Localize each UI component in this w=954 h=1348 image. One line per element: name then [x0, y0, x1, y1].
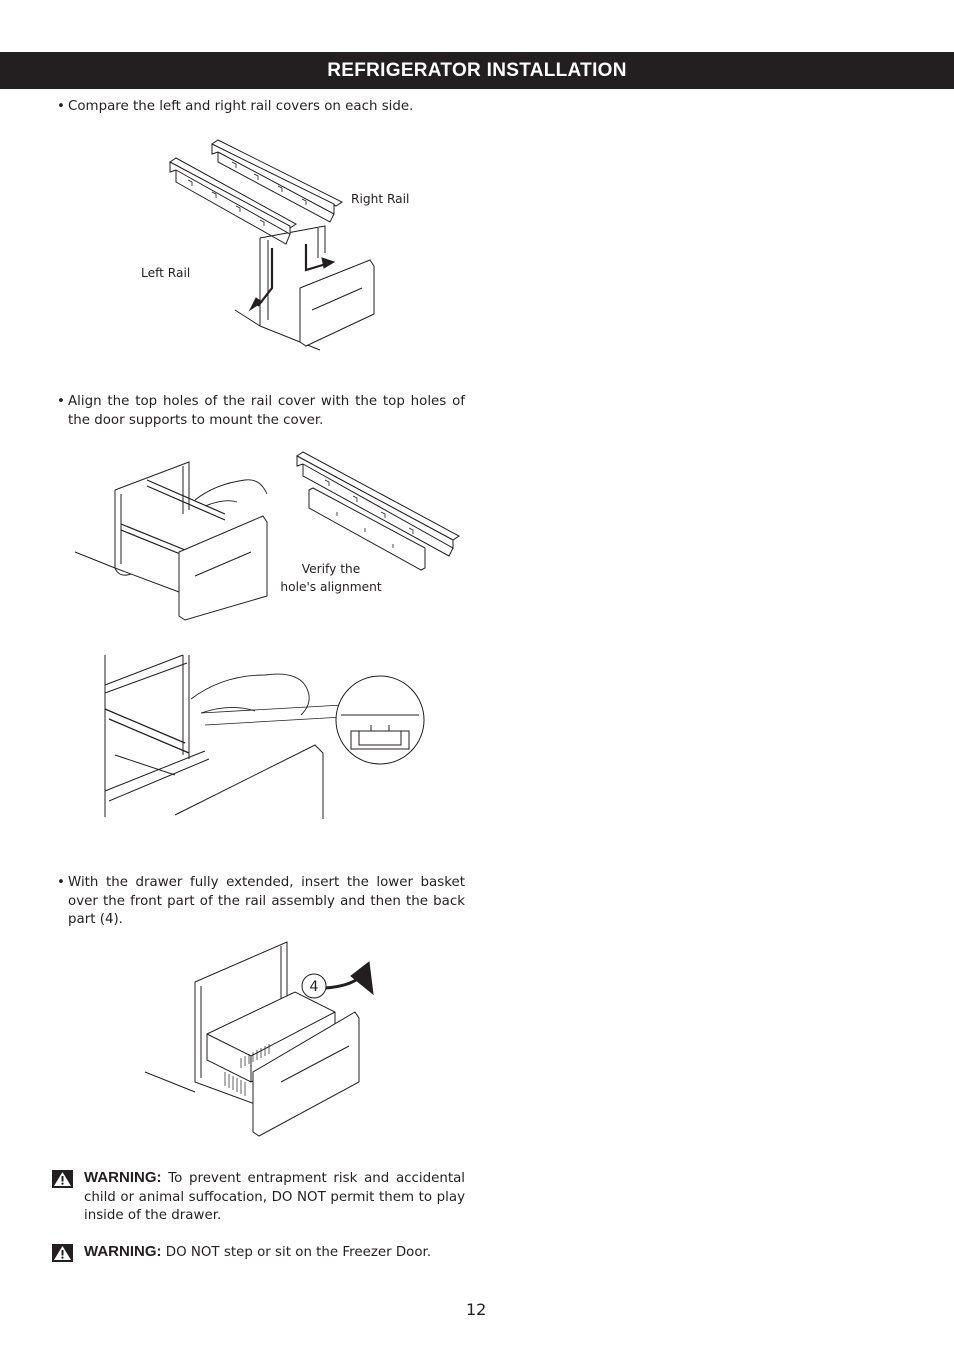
step-2-instruction: • Align the top holes of the rail cover …: [57, 393, 465, 430]
right-rail-label: Right Rail: [351, 192, 410, 206]
step-3-text: With the drawer fully extended, insert t…: [68, 875, 465, 928]
warning-triangle-icon: [52, 1170, 73, 1188]
bullet: •: [57, 875, 65, 890]
page-number: 12: [466, 1300, 487, 1319]
alignment-label-line-2: hole's alignment: [280, 579, 382, 594]
page-title: REFRIGERATOR INSTALLATION: [327, 60, 627, 81]
warning-label: WARNING:: [84, 1243, 162, 1260]
step-number-4: 4: [310, 979, 319, 995]
step-1-instruction: • Compare the left and right rail covers…: [57, 98, 465, 117]
warning-drawer-entrapment: WARNING: To prevent entrapment risk and …: [52, 1169, 465, 1226]
alignment-label-line-1: Verify the: [301, 562, 361, 576]
rail-cover-mounting-illustration: [75, 450, 465, 622]
step-3-instruction: • With the drawer fully extended, insert…: [57, 874, 465, 930]
warning-label: WARNING:: [84, 1169, 162, 1186]
alignment-label: Verify the hole's alignment: [271, 561, 391, 596]
warning-freezer-door: WARNING: DO NOT step or sit on the Freez…: [52, 1243, 465, 1263]
lower-basket-illustration: 4: [145, 942, 380, 1138]
rail-covers-illustration: [160, 138, 380, 353]
bullet: •: [57, 99, 65, 114]
bullet: •: [57, 394, 65, 409]
rail-cover-detail-illustration: [105, 655, 430, 819]
warning-text: To prevent entrapment risk and accidenta…: [84, 1171, 465, 1224]
step-1-text: Compare the left and right rail covers o…: [68, 99, 414, 114]
warning-triangle-icon: [52, 1244, 73, 1262]
left-rail-label: Left Rail: [141, 266, 191, 280]
header-bar: REFRIGERATOR INSTALLATION: [0, 52, 954, 89]
step-2-text: Align the top holes of the rail cover wi…: [68, 394, 465, 428]
warning-text: DO NOT step or sit on the Freezer Door.: [165, 1245, 432, 1260]
